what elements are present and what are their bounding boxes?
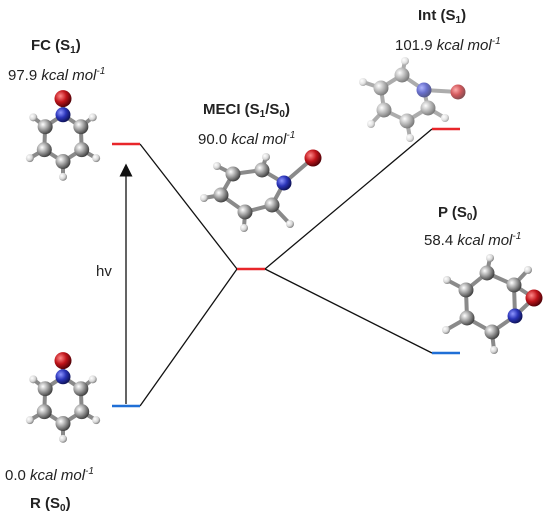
connector-fc-to-meci bbox=[139, 143, 238, 270]
atom-C bbox=[237, 204, 253, 220]
atom-H bbox=[359, 78, 367, 86]
atom-C bbox=[74, 404, 90, 420]
atom-C bbox=[74, 142, 90, 158]
atom-H bbox=[88, 113, 97, 122]
label-int: Int (S1) bbox=[418, 7, 466, 26]
atom-C bbox=[73, 381, 89, 397]
atom-N bbox=[276, 175, 292, 191]
atom-C bbox=[225, 166, 241, 182]
energy-fc: 97.9 kcal mol-1 bbox=[8, 66, 105, 84]
atom-N bbox=[507, 308, 523, 324]
atom-H bbox=[406, 134, 414, 142]
atom-H bbox=[92, 154, 101, 163]
energy-r: 0.0 kcal mol-1 bbox=[5, 466, 94, 484]
atom-C bbox=[373, 80, 389, 96]
atom-H bbox=[286, 220, 294, 228]
label-meci: MECI (S1/S0) bbox=[203, 101, 290, 120]
atom-C bbox=[55, 154, 71, 170]
atom-H bbox=[59, 172, 67, 181]
atom-H bbox=[92, 416, 101, 425]
energy-meci: 90.0 kcal mol-1 bbox=[198, 130, 295, 148]
atom-H bbox=[88, 375, 97, 384]
atom-H bbox=[29, 113, 38, 122]
atom-H bbox=[25, 154, 34, 163]
atom-H bbox=[367, 120, 375, 128]
label-fc: FC (S1) bbox=[31, 37, 81, 56]
atom-H bbox=[213, 162, 221, 170]
atom-N bbox=[416, 82, 432, 98]
atom-C bbox=[420, 100, 436, 116]
atom-C bbox=[213, 187, 229, 203]
atom-C bbox=[479, 265, 495, 281]
atom-C bbox=[36, 142, 52, 158]
atom-H bbox=[25, 416, 34, 425]
connector-meci-to-p bbox=[264, 268, 433, 354]
atom-O bbox=[54, 90, 72, 108]
connector-meci-to-int bbox=[264, 128, 433, 270]
atom-H bbox=[441, 114, 449, 122]
atom-H bbox=[524, 266, 532, 274]
atom-H bbox=[443, 276, 451, 284]
atom-H bbox=[200, 194, 208, 202]
energy-p: 58.4 kcal mol-1 bbox=[424, 231, 521, 249]
atom-C bbox=[394, 67, 410, 83]
atom-C bbox=[459, 310, 475, 326]
atom-C bbox=[399, 113, 415, 129]
atom-O bbox=[304, 149, 322, 167]
molecule-fc bbox=[25, 90, 101, 181]
atom-C bbox=[36, 404, 52, 420]
atom-H bbox=[490, 346, 498, 354]
atom-C bbox=[37, 119, 53, 135]
excitation-label: hv bbox=[96, 263, 112, 280]
molecule-structures bbox=[25, 57, 543, 443]
atom-C bbox=[73, 119, 89, 135]
atom-C bbox=[37, 381, 53, 397]
atom-C bbox=[484, 324, 500, 340]
atom-C bbox=[376, 102, 392, 118]
molecule-int bbox=[359, 57, 466, 142]
atom-H bbox=[240, 224, 248, 232]
atom-H bbox=[486, 254, 494, 262]
atom-C bbox=[55, 416, 71, 432]
atom-C bbox=[506, 277, 522, 293]
label-r: R (S0) bbox=[30, 495, 71, 514]
connector-lines bbox=[139, 128, 433, 407]
atom-O bbox=[54, 352, 72, 370]
atom-H bbox=[442, 326, 450, 334]
atom-N bbox=[55, 107, 71, 123]
label-p: P (S0) bbox=[438, 204, 477, 223]
atom-C bbox=[254, 162, 270, 178]
atom-O bbox=[450, 84, 466, 100]
atom-H bbox=[401, 57, 409, 65]
energy-int: 101.9 kcal mol-1 bbox=[395, 36, 501, 54]
atom-O bbox=[525, 289, 543, 307]
atom-H bbox=[29, 375, 38, 384]
molecule-r bbox=[25, 352, 101, 443]
atom-H bbox=[59, 434, 67, 443]
atom-C bbox=[458, 282, 474, 298]
atom-N bbox=[55, 369, 71, 385]
connector-r-to-meci bbox=[139, 268, 238, 407]
atom-H bbox=[262, 153, 270, 161]
molecule-p bbox=[442, 254, 543, 354]
atom-C bbox=[264, 197, 280, 213]
molecule-meci bbox=[200, 149, 322, 232]
